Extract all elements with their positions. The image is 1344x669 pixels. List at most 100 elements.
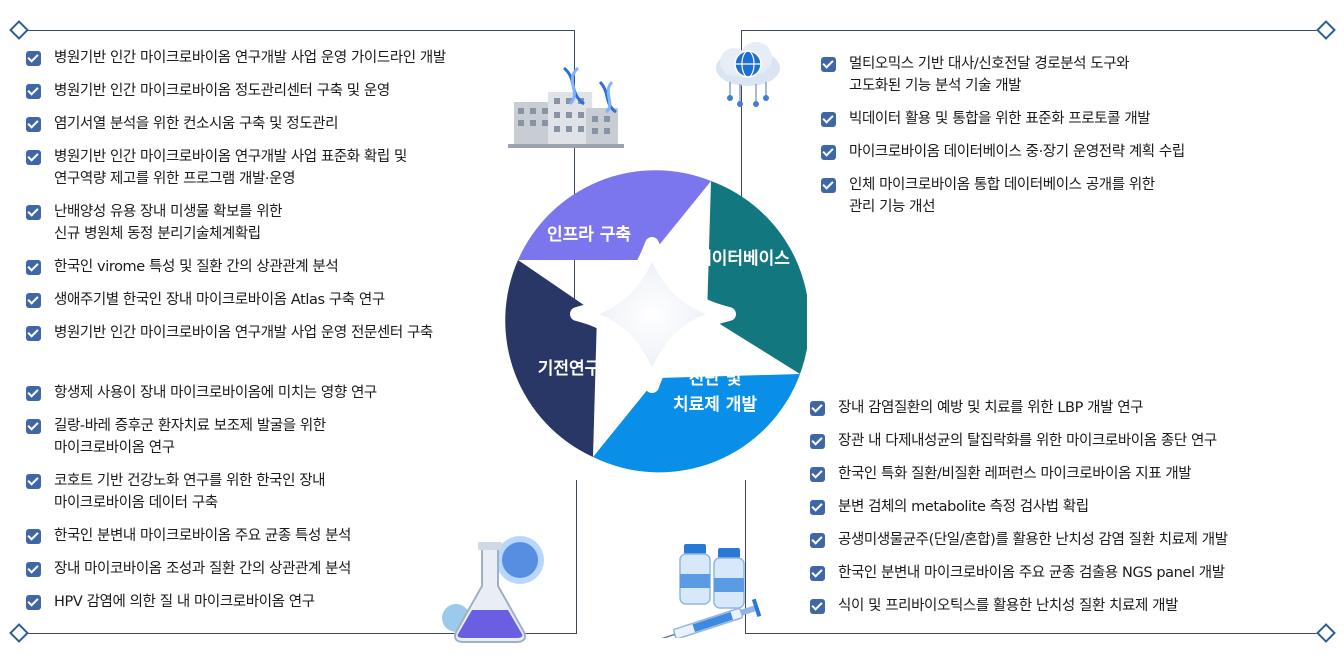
list-item-text: 염기서열 분석을 위한 컨소시움 구축 및 정도관리 <box>54 116 339 132</box>
list-item: HPV 감염에 의한 질 내 마이크로바이옴 연구 <box>26 591 377 613</box>
list-item: 생애주기별 한국인 장내 마이크로바이옴 Atlas 구축 연구 <box>26 289 446 311</box>
list-item: 병원기반 인간 마이크로바이옴 정도관리센터 구축 및 운영 <box>26 80 446 102</box>
list-item-text: 생애주기별 한국인 장내 마이크로바이옴 Atlas 구축 연구 <box>54 292 385 308</box>
checkbox-icon <box>821 178 836 193</box>
checkbox-icon <box>26 150 41 165</box>
label-diagnosis-1: 진단 및 <box>689 369 742 389</box>
checkbox-icon <box>26 595 41 610</box>
checkbox-icon <box>26 419 41 434</box>
list-item: 빅데이터 활용 및 통합을 위한 표준화 프로토콜 개발 <box>821 108 1185 130</box>
list-item: 마이크로바이옴 데이터베이스 중·장기 운영전략 계획 수립 <box>821 141 1185 163</box>
list-item-text: 분변 검체의 metabolite 측정 검사법 확립 <box>838 499 1089 515</box>
label-infra: 인프라 구축 <box>547 225 631 245</box>
checkbox-icon <box>810 401 825 416</box>
list-item-text: 연구역량 제고를 위한 프로그램 개발·운영 <box>54 171 296 187</box>
list-item-text: 신규 병원체 동정 분리기술체계확립 <box>54 226 261 242</box>
list-item-text: 병원기반 인간 마이크로바이옴 연구개발 사업 운영 전문센터 구축 <box>54 325 433 341</box>
list-item-text: HPV 감염에 의한 질 내 마이크로바이옴 연구 <box>54 594 315 610</box>
list-item-text: 멀티오믹스 기반 대사/신호전달 경로분석 도구와 <box>849 56 1130 72</box>
vial-syringe-icon <box>655 544 762 638</box>
checkbox-icon <box>810 500 825 515</box>
checkbox-icon <box>26 386 41 401</box>
checkbox-icon <box>810 434 825 449</box>
list-item-text: 마이크로바이옴 데이터베이스 중·장기 운영전략 계획 수립 <box>849 144 1185 160</box>
checkbox-icon <box>26 51 41 66</box>
list-item: 장내 감염질환의 예방 및 치료를 위한 LBP 개발 연구 <box>810 397 1228 419</box>
infra-frame <box>18 30 575 321</box>
checkbox-icon <box>26 326 41 341</box>
list-item-text: 고도화된 기능 분석 기술 개발 <box>849 78 1022 94</box>
hospital-dna-icon <box>508 66 624 148</box>
segment-infra <box>518 170 711 260</box>
list-item: 한국인 분변내 마이크로바이옴 주요 균종 검출용 NGS panel 개발 <box>810 562 1228 584</box>
list-item: 식이 및 프리바이오틱스를 활용한 난치성 질환 치료제 개발 <box>810 595 1228 617</box>
list-item: 병원기반 인간 마이크로바이옴 연구개발 사업 운영 가이드라인 개발 <box>26 47 446 69</box>
list-item-text: 코호트 기반 건강노화 연구를 위한 한국인 장내 <box>54 473 326 489</box>
list-item-text: 식이 및 프리바이오틱스를 활용한 난치성 질환 치료제 개발 <box>838 598 1179 614</box>
checkbox-icon <box>821 112 836 127</box>
checkbox-icon <box>26 117 41 132</box>
list-item-text: 공생미생물균주(단일/혼합)를 활용한 난치성 감염 질환 치료제 개발 <box>838 532 1228 548</box>
cloud-network-icon <box>716 42 780 107</box>
list-item: 항생제 사용이 장내 마이크로바이옴에 미치는 영향 연구 <box>26 382 377 404</box>
segment-diagnosis <box>593 374 800 473</box>
list-item: 분변 검체의 metabolite 측정 검사법 확립 <box>810 496 1228 518</box>
label-basic: 기전연구 <box>538 359 601 379</box>
label-diagnosis-2: 치료제 개발 <box>673 395 757 415</box>
checkbox-icon <box>810 533 825 548</box>
list-item-text: 빅데이터 활용 및 통합을 위한 표준화 프로토콜 개발 <box>849 111 1151 127</box>
list-item-text: 항생제 사용이 장내 마이크로바이옴에 미치는 영향 연구 <box>54 385 377 401</box>
checkbox-icon <box>26 474 41 489</box>
list-item: 한국인 분변내 마이크로바이옴 주요 균종 특성 분석 <box>26 525 377 547</box>
list-item-text: 관리 기능 개선 <box>849 199 936 215</box>
list-item-text: 병원기반 인간 마이크로바이옴 연구개발 사업 표준화 확립 및 <box>54 149 407 165</box>
checkbox-icon <box>26 562 41 577</box>
list-item-text: 난배양성 유용 장내 미생물 확보를 위한 <box>54 204 283 220</box>
list-item-text: 장관 내 다제내성균의 탈집락화를 위한 마이크로바이옴 종단 연구 <box>838 433 1217 449</box>
list-item-text: 한국인 분변내 마이크로바이옴 주요 균종 특성 분석 <box>54 528 351 544</box>
center-star <box>570 237 736 393</box>
list-item: 장내 마이코바이옴 조성과 질환 간의 상관관계 분석 <box>26 558 377 580</box>
checkbox-icon <box>26 205 41 220</box>
checkbox-icon <box>26 529 41 544</box>
list-item: 병원기반 인간 마이크로바이옴 연구개발 사업 운영 전문센터 구축 <box>26 322 446 344</box>
database-frame <box>741 30 1326 221</box>
list-item-text: 병원기반 인간 마이크로바이옴 연구개발 사업 운영 가이드라인 개발 <box>54 50 446 66</box>
basic-frame <box>18 480 577 634</box>
list-item-text: 길랑-바레 증후군 환자치료 보조제 발굴을 위한 <box>54 418 326 434</box>
checkbox-icon <box>821 145 836 160</box>
list-item-text: 인체 마이크로바이옴 통합 데이터베이스 공개를 위한 <box>849 177 1155 193</box>
label-database: 데이터베이스 <box>696 249 790 269</box>
checkbox-icon <box>810 467 825 482</box>
diagnosis-frame <box>745 480 1326 634</box>
flask-icon <box>442 536 544 643</box>
checkbox-icon <box>810 599 825 614</box>
list-item-text: 한국인 분변내 마이크로바이옴 주요 균종 검출용 NGS panel 개발 <box>838 565 1225 581</box>
checkbox-icon <box>810 566 825 581</box>
list-item-text: 마이크로바이옴 데이터 구축 <box>54 495 218 511</box>
list-item-text: 한국인 특화 질환/비질환 레퍼런스 마이크로바이옴 지표 개발 <box>838 466 1192 482</box>
checkbox-icon <box>821 57 836 72</box>
list-item: 장관 내 다제내성균의 탈집락화를 위한 마이크로바이옴 종단 연구 <box>810 430 1228 452</box>
research-cycle-diagram: 인프라 구축 데이터베이스 기전연구 진단 및 치료제 개발 <box>505 170 807 473</box>
list-item-text: 장내 마이코바이옴 조성과 질환 간의 상관관계 분석 <box>54 561 351 577</box>
list-item-text: 한국인 virome 특성 및 질환 간의 상관관계 분석 <box>54 259 339 275</box>
list-item: 공생미생물균주(단일/혼합)를 활용한 난치성 감염 질환 치료제 개발 <box>810 529 1228 551</box>
list-item: 한국인 특화 질환/비질환 레퍼런스 마이크로바이옴 지표 개발 <box>810 463 1228 485</box>
checkbox-icon <box>26 293 41 308</box>
segment-database <box>707 181 807 374</box>
checkbox-icon <box>26 84 41 99</box>
list-item-text: 마이크로바이옴 연구 <box>54 440 175 456</box>
list-item-text: 병원기반 인간 마이크로바이옴 정도관리센터 구축 및 운영 <box>54 83 390 99</box>
checkbox-icon <box>26 260 41 275</box>
